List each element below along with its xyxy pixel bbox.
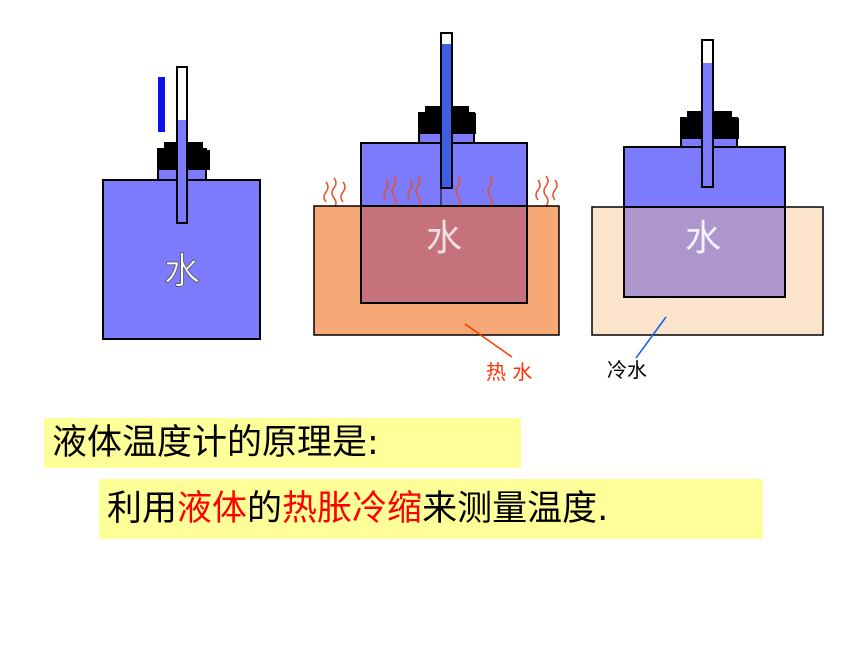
flask-1-level-marker bbox=[158, 77, 165, 132]
flask-2-liquid-column bbox=[442, 44, 451, 187]
principle-heading: 液体温度计的原理是: bbox=[44, 418, 521, 468]
cold-water-label: 冷水 bbox=[607, 358, 647, 382]
explanation-liquid: 液体 bbox=[177, 489, 248, 529]
principle-explanation: 利用液体的热胀冷缩来测量温度. bbox=[99, 479, 763, 539]
flask-3-water-label: 水 bbox=[685, 218, 721, 259]
flask-3-liquid-column bbox=[703, 63, 712, 186]
steam-icon bbox=[323, 175, 558, 209]
flask-room-temp: 水 bbox=[102, 66, 261, 340]
explanation-thermal-expansion: 热胀冷缩 bbox=[282, 489, 423, 529]
flask-2-water-label: 水 bbox=[426, 218, 462, 259]
flask-2-submerged bbox=[360, 205, 528, 304]
flask-3-submerged bbox=[623, 206, 786, 298]
hot-water-label: 热 水 bbox=[486, 360, 533, 384]
cold-water-pointer bbox=[635, 316, 667, 359]
explanation-part-1: 利用 bbox=[107, 489, 178, 529]
hot-water-pointer bbox=[464, 323, 513, 358]
flask-1-liquid-column bbox=[178, 120, 186, 222]
explanation-part-5: 来测量温度. bbox=[422, 489, 609, 529]
flask-1-water-label: 水 bbox=[164, 251, 200, 292]
explanation-part-3: 的 bbox=[247, 489, 283, 529]
flask-cold-water: 水 bbox=[591, 39, 824, 359]
flask-hot-water: 水 bbox=[313, 32, 560, 358]
